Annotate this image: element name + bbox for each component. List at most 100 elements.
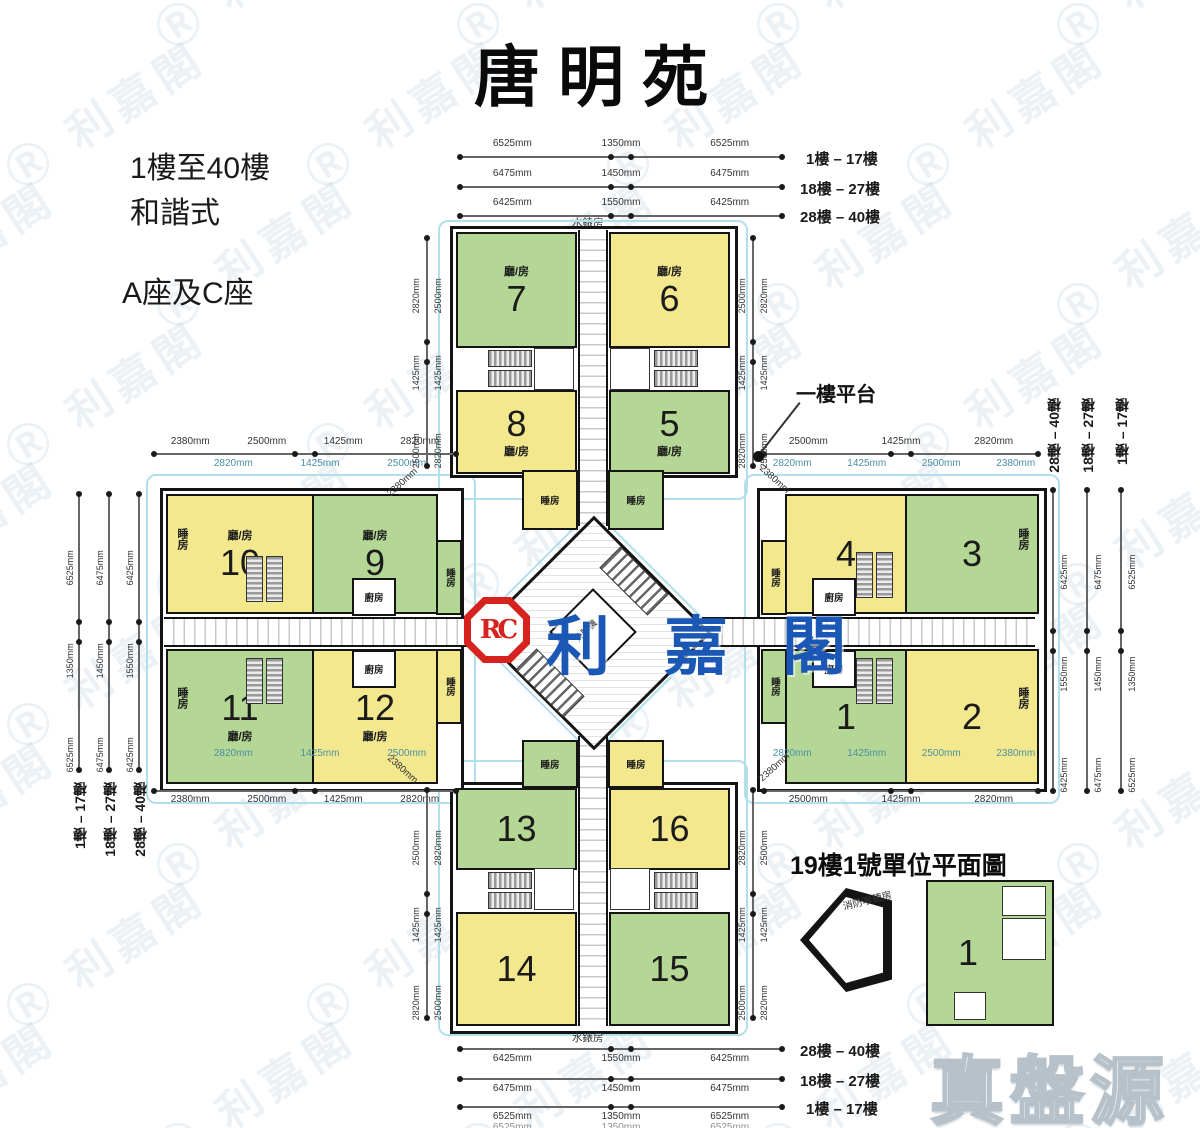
unit-10: 廳/房 10 睡房 bbox=[166, 494, 314, 614]
kitchen-box: 廚房 bbox=[812, 650, 856, 688]
unit-7: 廳/房 7 bbox=[456, 232, 577, 348]
bed-icon bbox=[246, 658, 263, 704]
page-title: 唐明苑 bbox=[474, 38, 726, 116]
dim-label: 6425mm bbox=[125, 550, 135, 586]
floors-note: 1樓至40樓 bbox=[130, 152, 271, 185]
room-label-bed: 睡房 bbox=[769, 568, 780, 587]
watermark-tile: Ⓡ 利嘉閣 bbox=[1197, 593, 1200, 759]
dim-line bbox=[423, 787, 430, 1021]
bedroom-unit5: 睡房 bbox=[608, 470, 664, 530]
dim-label: 2820mm bbox=[737, 432, 747, 468]
dim-label: 1350mm bbox=[65, 643, 75, 679]
room-label-hall: 廳/房 bbox=[503, 446, 530, 459]
platform-label: 一樓平台 bbox=[796, 384, 876, 406]
unit-number: 14 bbox=[496, 948, 537, 990]
unit-6: 廳/房 6 bbox=[609, 232, 730, 348]
dim-label: 2820mm bbox=[759, 278, 769, 314]
dim-label: 2380mm bbox=[996, 748, 1036, 759]
dim-label: 1350mm bbox=[1127, 656, 1137, 692]
dim-label: 2820mm bbox=[411, 984, 421, 1020]
dim-label: 6425mm bbox=[1059, 758, 1069, 794]
dim-label: 1425mm bbox=[847, 748, 887, 759]
unit-number: 13 bbox=[496, 808, 537, 850]
dim-label: 2820mm bbox=[433, 830, 443, 866]
dim-label: 1425mm bbox=[881, 794, 921, 805]
dim-bottom-row2-floors: 18樓 – 27樓 bbox=[800, 1073, 881, 1090]
dim-label: 1450mm bbox=[95, 643, 105, 679]
dim-label: 6475mm bbox=[1093, 554, 1103, 590]
dim-label: 6425mm bbox=[492, 1053, 532, 1064]
bed-icon bbox=[488, 872, 532, 889]
dim-label: 6425mm bbox=[710, 197, 750, 208]
dim-label: 6475mm bbox=[95, 736, 105, 772]
ricacorp-logo-icon: RC bbox=[464, 597, 530, 663]
room-label-hall: 廳/房 bbox=[656, 265, 683, 278]
dim-label: 2500mm bbox=[921, 748, 961, 759]
dim-label: 6425mm bbox=[125, 736, 135, 772]
dim-label: 2500mm bbox=[737, 984, 747, 1020]
dim-right-col2-floors: 18樓 – 27樓 bbox=[1080, 398, 1096, 473]
unit-number: 8 bbox=[506, 402, 527, 444]
dim-label: 1450mm bbox=[601, 1083, 641, 1094]
dim-line bbox=[761, 787, 1041, 794]
dim-bottom-row1-floors: 28樓 – 40樓 bbox=[800, 1043, 881, 1060]
bed-icon bbox=[876, 552, 893, 598]
dim-left-col1-floors: 1樓 – 17樓 bbox=[72, 782, 88, 849]
blocks-note: A座及C座 bbox=[122, 277, 254, 310]
style-note: 和諧式 bbox=[130, 197, 220, 230]
bed-icon bbox=[876, 658, 893, 704]
dim-top-row3-floors: 28樓 – 40樓 bbox=[800, 209, 881, 226]
dim-label: 2820mm bbox=[772, 748, 812, 759]
dim-label: 1450mm bbox=[1093, 656, 1103, 692]
bed-icon bbox=[654, 892, 698, 909]
dim-label: 6475mm bbox=[710, 168, 750, 179]
unit-number: 1 bbox=[957, 932, 979, 974]
unit-11: 11 廳/房 睡房 bbox=[166, 649, 314, 784]
dim-label: 1550mm bbox=[1059, 656, 1069, 692]
dim-label: 1550mm bbox=[601, 1053, 641, 1064]
dim-label: 1350mm bbox=[601, 1111, 641, 1122]
room-label-hall: 廳/房 bbox=[362, 529, 388, 542]
dim-label: 2820mm bbox=[411, 278, 421, 314]
dim-line bbox=[105, 491, 112, 773]
ricacorp-logo-mark: RC bbox=[471, 604, 523, 656]
dim-label: 6525mm bbox=[710, 138, 750, 149]
watermark-tile: Ⓡ 利嘉閣 bbox=[0, 1013, 66, 1128]
dim-label: 1425mm bbox=[737, 907, 747, 943]
watermark-tile: Ⓡ 利嘉閣 bbox=[0, 453, 66, 618]
unit-number: 16 bbox=[649, 808, 690, 850]
unit-14: 14 bbox=[456, 912, 577, 1026]
dim-label: 6525mm bbox=[492, 138, 532, 149]
dim-label: 1425mm bbox=[323, 436, 363, 447]
bathroom-box bbox=[1002, 886, 1046, 916]
unit-8: 8 廳/房 bbox=[456, 390, 577, 474]
dim-label: 2500mm bbox=[247, 436, 287, 447]
dim-label: 2500mm bbox=[387, 748, 427, 759]
dim-label: 6525mm bbox=[492, 1111, 532, 1122]
dim-line bbox=[1049, 487, 1056, 794]
room-label-kitchen: 廚房 bbox=[824, 665, 844, 676]
unit-3: 3 睡房 bbox=[905, 494, 1039, 614]
watermark-tile: Ⓡ 利嘉閣 bbox=[0, 733, 66, 898]
dim-label: 2500mm bbox=[247, 794, 287, 805]
dim-label: 2500mm bbox=[411, 432, 421, 468]
bed-icon bbox=[266, 556, 283, 602]
dim-label: 6475mm bbox=[710, 1083, 750, 1094]
dim-label: 6525mm bbox=[492, 1122, 532, 1128]
room-label-bed: 睡房 bbox=[540, 496, 560, 507]
bedroom-unit16: 睡房 bbox=[608, 740, 664, 788]
dim-label: 2820mm bbox=[737, 830, 747, 866]
